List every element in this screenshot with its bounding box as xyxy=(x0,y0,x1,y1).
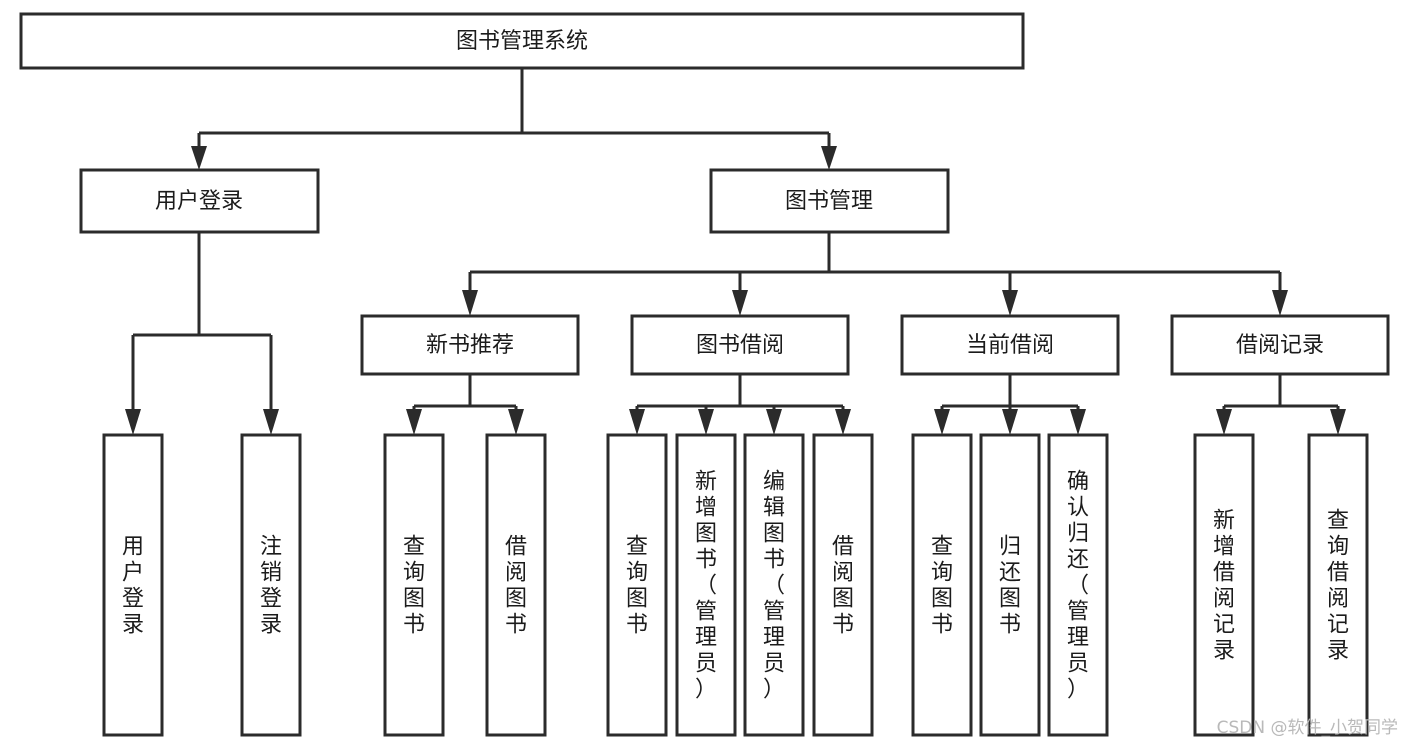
leaf-borrow-book-1[interactable]: 借阅图书 xyxy=(485,433,547,737)
arrow-head-icon xyxy=(263,409,279,435)
arrow-head-icon xyxy=(1002,290,1018,316)
node-book-borrow-box[interactable] xyxy=(630,314,850,376)
node-root-box[interactable] xyxy=(19,12,1025,70)
node-new-book-recommend[interactable]: 新书推荐 xyxy=(360,314,580,376)
arrow-head-icon xyxy=(1216,409,1232,435)
leaf-add-book-label: 新增图书（管理员） xyxy=(695,469,717,702)
leaf-add-record-label: 新增借阅记录 xyxy=(1213,508,1235,663)
arrow-head-icon xyxy=(766,409,782,435)
leaf-confirm-return-label: 确认归还（管理员） xyxy=(1067,469,1089,702)
csdn-watermark: CSDN @软件_小贺同学 xyxy=(1217,718,1398,738)
leaf-query-record[interactable]: 查询借阅记录 xyxy=(1307,433,1369,737)
arrow-head-icon xyxy=(125,409,141,435)
leaf-query-book-3-box[interactable] xyxy=(911,433,973,737)
arrow-head-icon xyxy=(462,290,478,316)
leaf-logout[interactable]: 注销登录 xyxy=(240,433,302,737)
leaf-user-login-box[interactable] xyxy=(102,433,164,737)
leaf-query-book-2-label: 查询图书 xyxy=(626,534,648,637)
leaf-borrow-book-2-box[interactable] xyxy=(812,433,874,737)
arrow-head-icon xyxy=(732,290,748,316)
leaf-confirm-return[interactable]: 确认归还（管理员） xyxy=(1047,433,1109,737)
leaf-logout-box[interactable] xyxy=(240,433,302,737)
node-book-borrow-label: 图书借阅 xyxy=(696,333,784,358)
leaf-borrow-book-1-box[interactable] xyxy=(485,433,547,737)
arrow-head-icon xyxy=(835,409,851,435)
leaf-query-book-1-box[interactable] xyxy=(383,433,445,737)
node-book-borrow[interactable]: 图书借阅 xyxy=(630,314,850,376)
leaf-user-login[interactable]: 用户登录 xyxy=(102,433,164,737)
node-book-manage-label: 图书管理 xyxy=(785,189,873,214)
arrow-head-icon xyxy=(1330,409,1346,435)
node-book-manage-box[interactable] xyxy=(709,168,950,234)
node-current-borrow-label: 当前借阅 xyxy=(966,333,1054,358)
node-borrow-record-label: 借阅记录 xyxy=(1236,333,1324,358)
node-new-book-recommend-box[interactable] xyxy=(360,314,580,376)
leaf-logout-label: 注销登录 xyxy=(260,534,282,637)
arrow-head-icon xyxy=(1272,290,1288,316)
leaf-query-book-3[interactable]: 查询图书 xyxy=(911,433,973,737)
arrow-head-icon xyxy=(508,409,524,435)
leaf-borrow-book-2[interactable]: 借阅图书 xyxy=(812,433,874,737)
arrow-head-icon xyxy=(1002,409,1018,435)
leaf-add-record[interactable]: 新增借阅记录 xyxy=(1193,433,1255,737)
arrow-head-icon xyxy=(406,409,422,435)
leaf-return-book-box[interactable] xyxy=(979,433,1041,737)
node-book-manage[interactable]: 图书管理 xyxy=(709,168,950,234)
leaf-add-record-box[interactable] xyxy=(1193,433,1255,737)
node-current-borrow-box[interactable] xyxy=(900,314,1120,376)
leaf-confirm-return-box[interactable] xyxy=(1047,433,1109,737)
leaf-add-book[interactable]: 新增图书（管理员） xyxy=(675,433,737,737)
node-user-login[interactable]: 用户登录 xyxy=(79,168,320,234)
leaf-query-book-3-label: 查询图书 xyxy=(931,534,953,637)
node-borrow-record[interactable]: 借阅记录 xyxy=(1170,314,1390,376)
node-user-login-label: 用户登录 xyxy=(155,189,243,214)
leaf-query-book-2-box[interactable] xyxy=(606,433,668,737)
arrow-head-icon xyxy=(191,146,207,170)
leaf-edit-book[interactable]: 编辑图书（管理员） xyxy=(743,433,805,737)
arrow-head-icon xyxy=(698,409,714,435)
leaf-borrow-book-2-label: 借阅图书 xyxy=(832,534,854,637)
leaf-return-book[interactable]: 归还图书 xyxy=(979,433,1041,737)
edges-layer xyxy=(125,68,1346,435)
arrow-head-icon xyxy=(629,409,645,435)
leaf-add-book-box[interactable] xyxy=(675,433,737,737)
arrow-head-icon xyxy=(821,146,837,170)
leaf-return-book-label: 归还图书 xyxy=(999,534,1021,637)
leaf-query-book-1[interactable]: 查询图书 xyxy=(383,433,445,737)
node-new-book-recommend-label: 新书推荐 xyxy=(426,333,514,358)
leaf-user-login-label: 用户登录 xyxy=(122,534,144,637)
leaf-borrow-book-1-label: 借阅图书 xyxy=(505,534,527,637)
leaf-edit-book-box[interactable] xyxy=(743,433,805,737)
node-borrow-record-box[interactable] xyxy=(1170,314,1390,376)
node-root[interactable]: 图书管理系统 xyxy=(19,12,1025,70)
node-root-label: 图书管理系统 xyxy=(456,29,588,54)
leaf-query-record-box[interactable] xyxy=(1307,433,1369,737)
leaf-query-book-2[interactable]: 查询图书 xyxy=(606,433,668,737)
leaf-query-book-1-label: 查询图书 xyxy=(403,534,425,637)
node-current-borrow[interactable]: 当前借阅 xyxy=(900,314,1120,376)
arrow-head-icon xyxy=(934,409,950,435)
arrow-head-icon xyxy=(1070,409,1086,435)
leaf-edit-book-label: 编辑图书（管理员） xyxy=(763,469,785,702)
leaf-query-record-label: 查询借阅记录 xyxy=(1327,508,1349,663)
node-user-login-box[interactable] xyxy=(79,168,320,234)
